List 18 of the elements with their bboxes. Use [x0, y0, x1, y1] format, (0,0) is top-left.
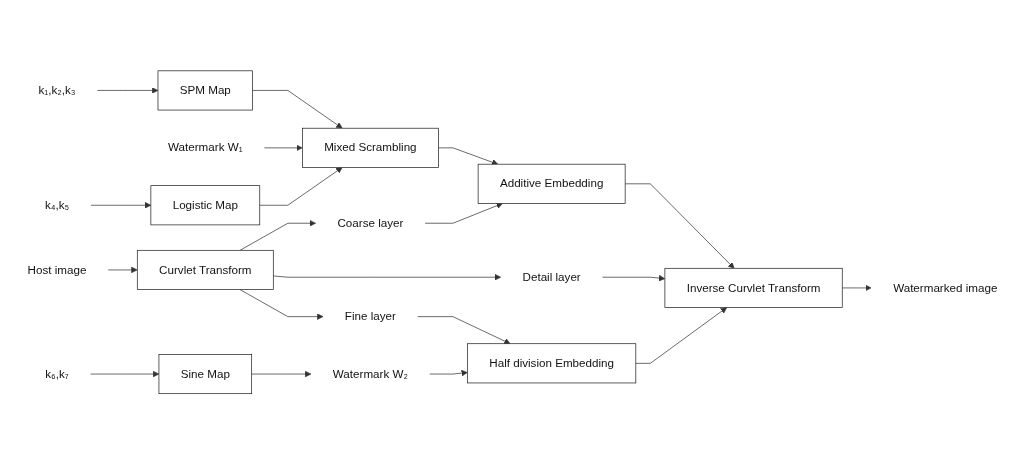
node-box: Additive Embedding [477, 163, 626, 204]
node-box: Logistic Map [150, 185, 261, 225]
node-text: k₆,k₇ [45, 367, 69, 380]
node-box: SPM Map [157, 70, 253, 111]
node-box: Inverse Curvlet Transform [664, 267, 843, 308]
node-text: Detail layer [522, 270, 581, 283]
node-text: k₄,k₅ [44, 198, 70, 211]
node-text: Fine layer [344, 309, 396, 323]
node-text: Host image [27, 263, 87, 276]
node-text: Watermark W₂ [332, 367, 408, 380]
node-box: Mixed Scrambling [302, 127, 439, 168]
node-text: Watermarked image [893, 281, 998, 294]
node-box: Sine Map [158, 353, 253, 394]
node-box: Half division Embedding [467, 343, 637, 384]
node-box: Curvlet Transform [136, 249, 274, 290]
node-text: Watermark W₁ [168, 141, 243, 154]
node-text: k₁,k₂,k₃ [38, 83, 76, 96]
node-text: Coarse layer [337, 216, 404, 229]
